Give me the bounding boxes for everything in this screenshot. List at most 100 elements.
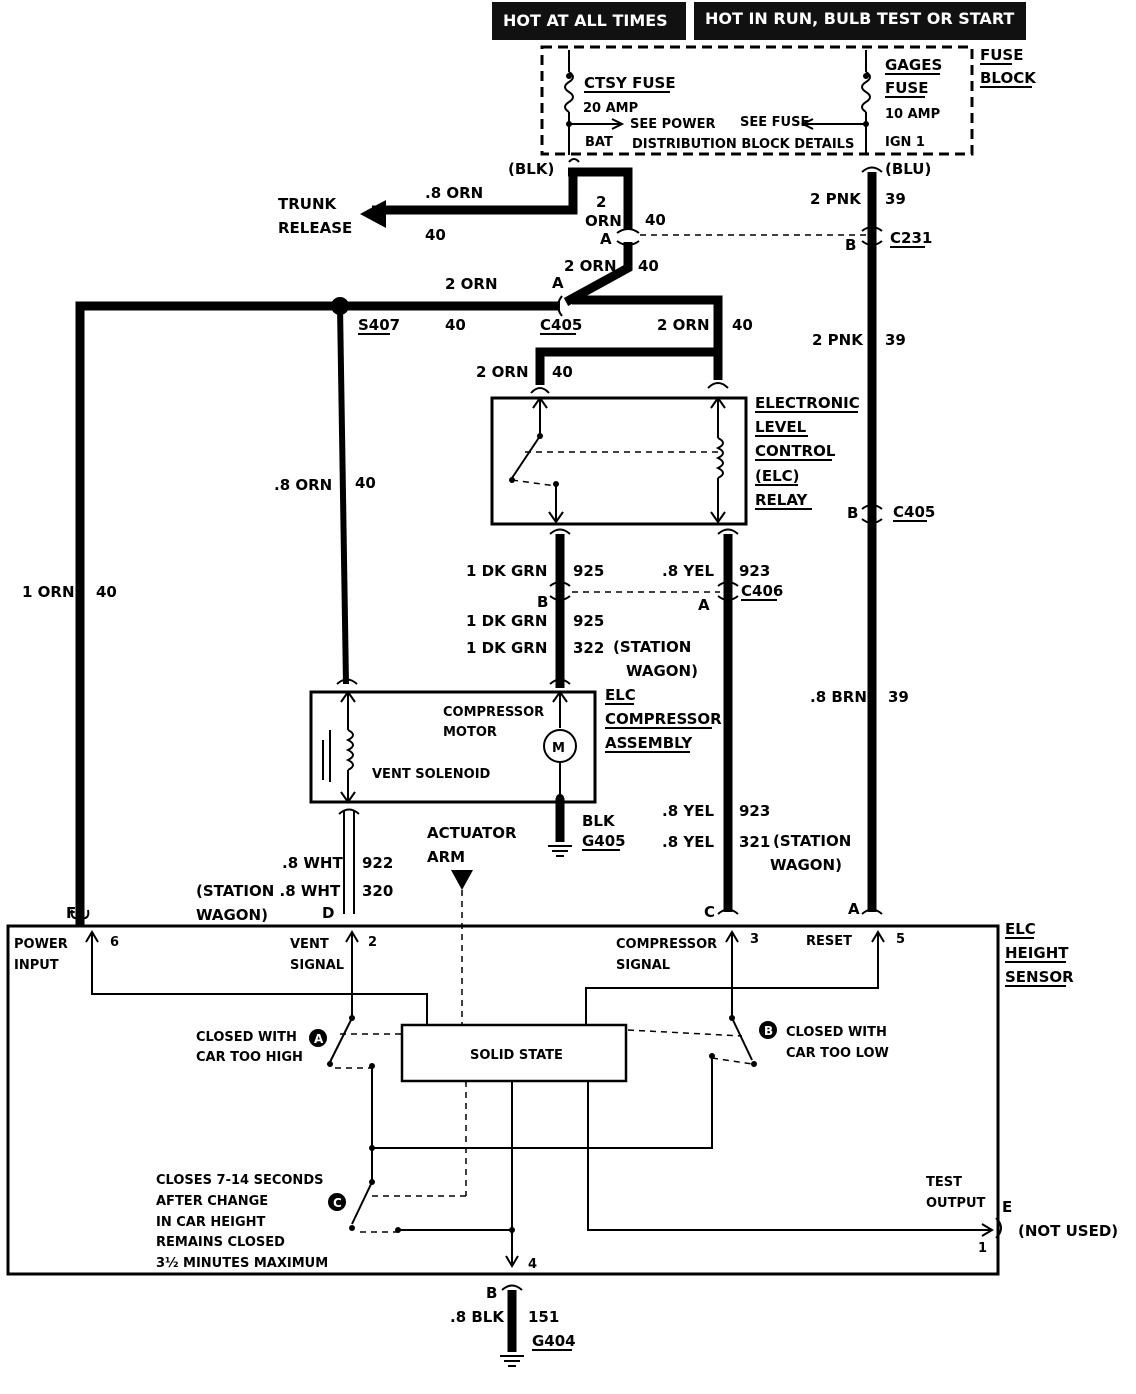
power-input-label2: INPUT [14,958,59,973]
c231-pin-b: B [845,236,856,254]
test-output-label1: TEST [926,1175,962,1190]
not-used-label: (NOT USED) [1018,1222,1118,1240]
compressor-motor-label2: MOTOR [443,725,497,740]
station-label-a: (STATION [613,638,691,656]
wire-brn-label: .8 BRN [810,688,867,706]
wire-40-label-h: 40 [355,474,376,492]
wire-08blk-label: .8 BLK [450,1308,505,1326]
c231-connector-b [861,226,883,246]
wire-40-label-g: 40 [96,583,117,601]
trunk-release-wire [372,175,578,215]
pin-a: A [848,900,860,918]
sensor-label2: HEIGHT [1005,944,1069,962]
relay-label3: CONTROL [755,442,836,460]
trunk-release-arrow [360,200,386,228]
pin-b-ground: B [486,1284,497,1302]
wire-wht-label: .8 WHT [282,854,343,872]
vent-signal-label2: SIGNAL [290,958,344,973]
see-fuse: SEE FUSE [740,115,809,130]
elc-height-sensor-box [6,924,1000,1276]
wire-orn-label: ORN [585,212,622,230]
gages-label1: GAGES [885,56,942,74]
c405-label: C405 [540,316,582,334]
wire-40-label-f: 40 [552,363,573,381]
station-label-b: (STATION [773,832,851,850]
wire-40-label-d: 40 [445,316,466,334]
c405-connector-b [861,504,883,524]
closed-low-label1: CLOSED WITH [786,1025,887,1040]
wire-320-label: 320 [362,882,393,900]
wire-925-label-b: 925 [573,612,604,630]
closes-label2: AFTER CHANGE [156,1194,268,1209]
relay-label5: RELAY [755,491,809,509]
c406-label: C406 [741,582,783,600]
relay-label4: (ELC) [755,467,800,485]
wire-923-label-b: 923 [739,802,770,820]
switch-b-marker [759,1021,777,1039]
hot-all-times-box [492,2,686,40]
solid-state-label: SOLID STATE [470,1048,563,1063]
c405-pin-b: B [847,504,858,522]
pin-6-label: 6 [110,935,119,950]
gages-amp: 10 AMP [885,107,940,122]
compressor-motor-label1: COMPRESSOR [443,705,544,720]
pin-c: C [704,903,715,921]
switch-a-marker [309,1029,327,1047]
gages-label2: FUSE [885,79,928,97]
wire-2orn-label-b: 2 ORN [445,275,498,293]
compressor-signal-label1: COMPRESSOR [616,937,717,952]
ctsy-amp: 20 AMP [583,101,638,116]
pin-3-label: 3 [750,932,759,947]
actuator-label2: ARM [427,848,465,866]
power-input-label1: POWER [14,937,68,952]
g404-label: G404 [532,1332,576,1350]
vent-solenoid-label: VENT SOLENOID [372,767,491,782]
pin-2-label: 2 [368,935,377,950]
wire-39-label-c: 39 [888,688,909,706]
closes-label1: CLOSES 7-14 SECONDS [156,1173,323,1188]
c406-pin-a: A [698,596,710,614]
bat-label: BAT [585,135,613,150]
switch-a-letter: A [314,1032,324,1046]
c405-label-b: C405 [893,503,935,521]
wire-08orn-label: .8 ORN [425,184,483,202]
see-power: SEE POWER [630,117,715,132]
blk-label: (BLK) [508,160,554,178]
actuator-label1: ACTUATOR [427,824,517,842]
distribution-label: DISTRIBUTION BLOCK DETAILS [632,137,854,152]
actuator-arm-icon [451,870,473,890]
closes-label5: 3½ MINUTES MAXIMUM [156,1256,328,1271]
wire-yel-label-c: .8 YEL [662,833,714,851]
solid-state-box [400,1023,628,1083]
c406-connector-a [717,581,739,601]
motor-m-label: M [552,741,565,756]
pin-d: D [322,904,334,922]
wire-40-label: 40 [425,226,446,244]
wire-yel-label-a: .8 YEL [662,562,714,580]
trunk-label1: TRUNK [278,195,338,213]
blu-label: (BLU) [885,160,931,178]
vent-signal-label1: VENT [290,937,329,952]
compressor-assembly-box [309,690,597,804]
wire-dkgrn-label-b: 1 DK GRN [466,612,547,630]
wagon-label-b: WAGON) [770,856,842,874]
c231-label: C231 [890,229,932,247]
ctsy-fuse-icon [564,71,574,113]
wire-39-label-b: 39 [885,331,906,349]
main-orn-bus [75,301,560,925]
wire-dkgrn-label-a: 1 DK GRN [466,562,547,580]
wire-322-label: 322 [573,639,604,657]
c231-pin-a: A [600,230,612,248]
wire-923-label-a: 923 [739,562,770,580]
sensor-label1: ELC [1005,920,1036,938]
s407-label: S407 [358,316,400,334]
switch-c-marker [328,1193,346,1211]
relay-label2: LEVEL [755,418,807,436]
c405-pin-a: A [552,274,564,292]
compressor-label1: ELC [605,686,636,704]
wire-40-label-b: 40 [645,211,666,229]
wire-2pnk-label-b: 2 PNK [812,331,864,349]
wagon-label-a: WAGON) [626,662,698,680]
compressor-label3: ASSEMBLY [605,734,693,752]
blk-label-b: BLK [582,812,616,830]
